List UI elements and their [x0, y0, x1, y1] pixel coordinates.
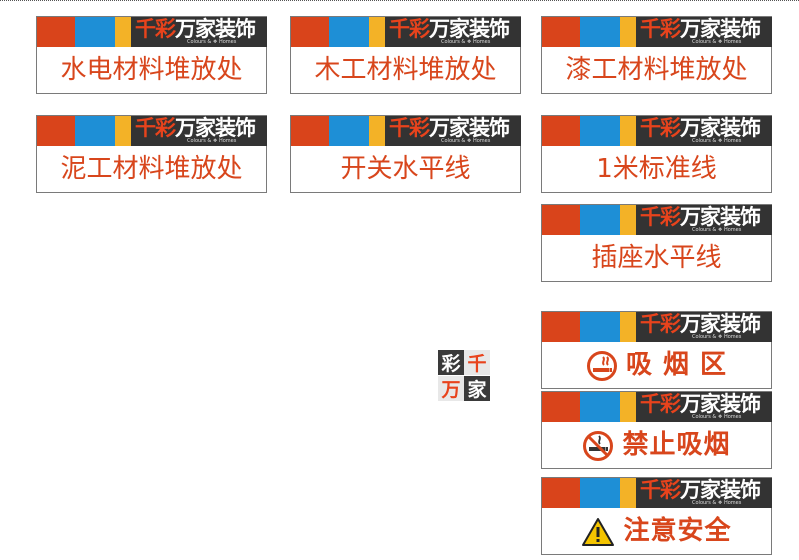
- brand-logo: 千彩万家装饰 Colours & ❖ Homes: [385, 116, 521, 146]
- sign-header: 千彩万家装饰 Colours & ❖ Homes: [542, 17, 772, 47]
- warning-triangle-icon: [581, 517, 615, 547]
- color-strip-blue: [580, 116, 620, 146]
- sign-no-smoking: 千彩万家装饰 Colours & ❖ Homes 禁止吸烟: [541, 391, 772, 469]
- sign-header: 千彩万家装饰 Colours & ❖ Homes: [37, 17, 267, 47]
- sign-socket-level-line: 千彩万家装饰 Colours & ❖ Homes 插座水平线: [541, 204, 772, 282]
- sign-header: 千彩万家装饰 Colours & ❖ Homes: [542, 392, 772, 422]
- color-strip-blue: [75, 17, 115, 47]
- color-strip-yellow: [620, 205, 636, 235]
- sign-header: 千彩万家装饰 Colours & ❖ Homes: [542, 478, 772, 508]
- sign-label-row: 禁止吸烟: [542, 422, 771, 468]
- sign-label: 注意安全: [623, 516, 732, 546]
- brand-logo: 千彩万家装饰 Colours & ❖ Homes: [131, 17, 267, 47]
- sign-label: 1米标准线: [596, 154, 717, 184]
- color-strip-yellow: [115, 17, 131, 47]
- sign-paint-materials: 千彩万家装饰 Colours & ❖ Homes 漆工材料堆放处: [541, 16, 772, 94]
- color-strip-yellow: [620, 392, 636, 422]
- smoking-area-icon: [586, 350, 618, 382]
- svg-text:家: 家: [467, 378, 487, 401]
- color-strip-blue: [580, 17, 620, 47]
- color-strip-blue: [580, 392, 620, 422]
- color-strip-red: [37, 116, 75, 146]
- color-strip-yellow: [369, 116, 385, 146]
- color-strip-yellow: [620, 116, 636, 146]
- svg-text:万: 万: [440, 379, 460, 401]
- brand-logo: 千彩万家装饰 Colours & ❖ Homes: [636, 116, 772, 146]
- brand-logo: 千彩万家装饰 Colours & ❖ Homes: [636, 205, 772, 235]
- color-strip-yellow: [620, 478, 636, 508]
- sign-carpentry-materials: 千彩万家装饰 Colours & ❖ Homes 木工材料堆放处: [290, 16, 521, 94]
- color-strip-red: [542, 205, 580, 235]
- color-strip-red: [291, 17, 329, 47]
- color-strip-blue: [329, 116, 369, 146]
- brand-logo: 千彩万家装饰 Colours & ❖ Homes: [131, 116, 267, 146]
- sign-label: 漆工材料堆放处: [565, 55, 748, 85]
- color-strip-blue: [75, 116, 115, 146]
- sign-label-row: 注意安全: [542, 508, 771, 554]
- sign-plumbing-materials: 千彩万家装饰 Colours & ❖ Homes 水电材料堆放处: [36, 16, 267, 94]
- sign-masonry-materials: 千彩万家装饰 Colours & ❖ Homes 泥工材料堆放处: [36, 115, 267, 193]
- sign-header: 千彩万家装饰 Colours & ❖ Homes: [542, 205, 772, 235]
- sign-header: 千彩万家装饰 Colours & ❖ Homes: [291, 116, 521, 146]
- sign-switch-level-line: 千彩万家装饰 Colours & ❖ Homes 开关水平线: [290, 115, 521, 193]
- color-strip-red: [542, 116, 580, 146]
- color-strip-red: [542, 17, 580, 47]
- sign-label: 木工材料堆放处: [314, 55, 497, 85]
- sign-header: 千彩万家装饰 Colours & ❖ Homes: [542, 312, 772, 342]
- brand-logo: 千彩万家装饰 Colours & ❖ Homes: [636, 312, 772, 342]
- sign-header: 千彩万家装饰 Colours & ❖ Homes: [542, 116, 772, 146]
- brand-logo: 千彩万家装饰 Colours & ❖ Homes: [636, 392, 772, 422]
- sign-header: 千彩万家装饰 Colours & ❖ Homes: [291, 17, 521, 47]
- brand-logo: 千彩万家装饰 Colours & ❖ Homes: [385, 17, 521, 47]
- color-strip-red: [37, 17, 75, 47]
- svg-text:千: 千: [467, 353, 486, 375]
- sign-label: 水电材料堆放处: [60, 55, 243, 85]
- color-strip-yellow: [620, 17, 636, 47]
- sign-label: 泥工材料堆放处: [60, 154, 243, 184]
- brand-logo: 千彩万家装饰 Colours & ❖ Homes: [636, 17, 772, 47]
- sign-label: 禁止吸烟: [622, 430, 731, 460]
- color-strip-red: [291, 116, 329, 146]
- sign-header: 千彩万家装饰 Colours & ❖ Homes: [37, 116, 267, 146]
- sign-label: 插座水平线: [591, 243, 722, 273]
- color-strip-blue: [580, 312, 620, 342]
- page-top-border: [0, 0, 799, 1]
- color-strip-yellow: [620, 312, 636, 342]
- color-strip-red: [542, 392, 580, 422]
- color-strip-red: [542, 312, 580, 342]
- sign-label: 吸 烟 区: [625, 350, 728, 380]
- color-strip-blue: [580, 478, 620, 508]
- sign-one-meter-line: 千彩万家装饰 Colours & ❖ Homes 1米标准线: [541, 115, 772, 193]
- no-smoking-icon: [582, 430, 614, 462]
- color-strip-yellow: [115, 116, 131, 146]
- sign-safety-warning: 千彩万家装饰 Colours & ❖ Homes 注意安全: [541, 477, 772, 555]
- color-strip-yellow: [369, 17, 385, 47]
- sign-label-row: 吸 烟 区: [542, 342, 771, 388]
- brand-logo: 千彩万家装饰 Colours & ❖ Homes: [636, 478, 772, 508]
- brand-seal-logo: 彩 千 万 家: [438, 350, 490, 401]
- color-strip-blue: [329, 17, 369, 47]
- color-strip-blue: [580, 205, 620, 235]
- svg-text:彩: 彩: [440, 353, 460, 375]
- color-strip-red: [542, 478, 580, 508]
- sign-label: 开关水平线: [340, 154, 471, 184]
- sign-smoking-area: 千彩万家装饰 Colours & ❖ Homes 吸 烟 区: [541, 311, 772, 389]
